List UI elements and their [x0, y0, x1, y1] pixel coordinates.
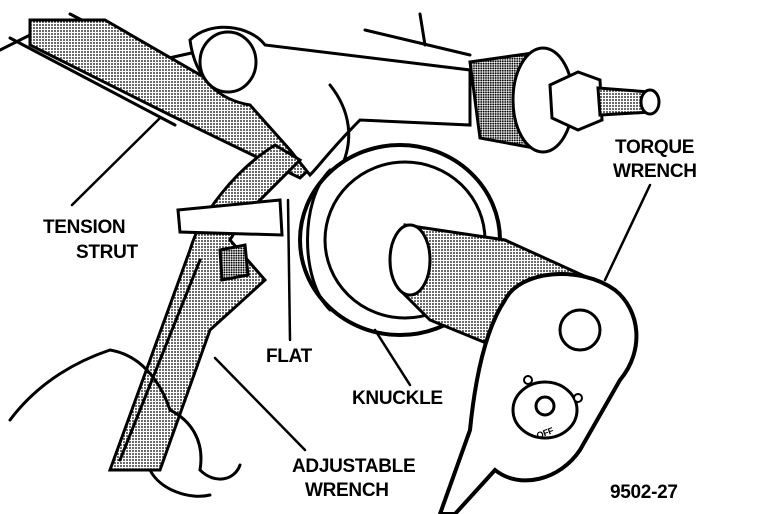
leader-flat [286, 198, 292, 342]
tension-strut-label-line2: STRUT [76, 242, 139, 263]
hand [8, 348, 242, 498]
torque-wrench-label-line2: WRENCH [613, 161, 697, 182]
figure-number: 9502-27 [610, 482, 678, 503]
leader-tension-strut [70, 116, 162, 207]
flat-label: FLAT [266, 346, 313, 367]
adjustable-wrench-label-line2: WRENCH [305, 480, 389, 501]
callout-labels: TENSION STRUT FLAT KNUCKLE TORQUE WRENCH… [43, 137, 697, 503]
adjustable-wrench [107, 143, 303, 472]
torque-wrench-label-line1: TORQUE [615, 137, 694, 158]
tension-strut [8, 18, 333, 180]
leader-torque-wrench [603, 183, 652, 282]
adjustable-wrench-label-line1: ADJUSTABLE [292, 456, 415, 477]
pivot-bushing [468, 46, 661, 154]
torque-wrench: OFF [388, 223, 639, 514]
leader-lines [70, 116, 652, 452]
control-arm [188, 25, 472, 178]
knuckle-label: KNUCKLE [352, 388, 443, 409]
leader-adjustable-wrench [213, 356, 307, 452]
leader-knuckle [373, 328, 412, 387]
tension-strut-label-line1: TENSION [43, 217, 125, 238]
